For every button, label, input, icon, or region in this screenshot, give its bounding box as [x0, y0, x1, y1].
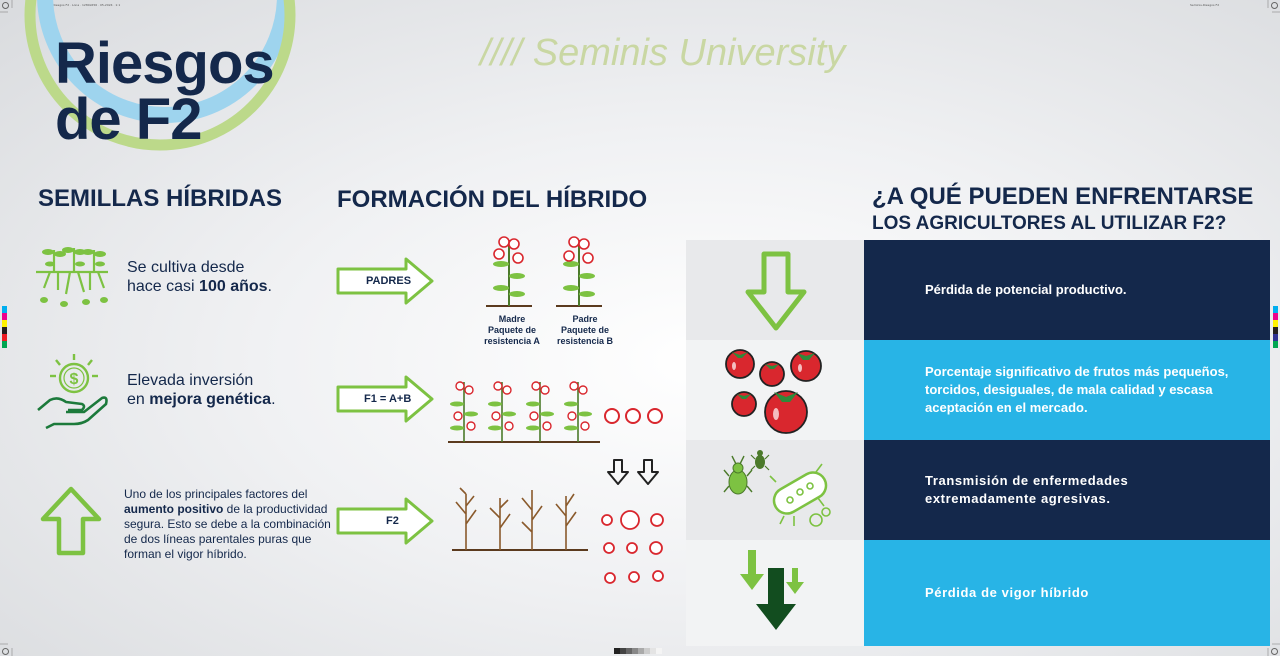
pests-icon — [723, 450, 831, 527]
hybrid-fact-100-years: Se cultiva desde hace casi 100 años. — [127, 259, 272, 295]
arrow-parents — [336, 257, 434, 305]
crop-label-right: Seminis-Riesgos F2 — [1190, 3, 1220, 7]
risk-row-3-icon-cell — [686, 440, 864, 540]
registration-mark-icon — [2, 2, 9, 9]
grayscale-bar — [614, 648, 662, 654]
f2-tomatoes-icon — [601, 510, 664, 584]
svg-text:$: $ — [70, 371, 79, 388]
decorative-arcs — [24, 0, 296, 151]
registration-mark-icon — [2, 648, 9, 655]
crop-label-left: Seminis-Riesgos F2 · Lona · 1280x656 · 0… — [40, 3, 121, 7]
risk-row-4: Pérdida de vigor híbrido — [864, 540, 1270, 646]
brand-logo: //// Seminis University — [480, 32, 846, 74]
f1-plants-icon — [448, 381, 600, 443]
page-title: Riesgos de F2 — [55, 31, 275, 152]
arrow-f1 — [336, 375, 434, 423]
vigor-loss-icon — [740, 550, 804, 630]
heading-risks-line2: LOS AGRICULTORES AL UTILIZAR F2? — [872, 213, 1227, 234]
risk-row-1-icon-cell — [686, 240, 864, 340]
arrow-label-parents: PADRES — [366, 275, 412, 287]
risk-row-1: Pérdida de potencial productivo. — [864, 240, 1270, 340]
heading-risks-line1: ¿A QUÉ PUEDEN ENFRENTARSE — [872, 183, 1254, 210]
arrow-down-icon — [745, 251, 807, 331]
registration-mark-icon — [1271, 2, 1278, 9]
color-bar-left — [2, 306, 7, 348]
risk-row-2-icon-cell — [686, 340, 864, 440]
heading-hybrid-seeds: SEMILLAS HÍBRIDAS — [38, 185, 283, 212]
tomatoes-icon — [725, 349, 822, 434]
hybrid-fact-investment: Elevada inversión en mejora genética. — [127, 372, 276, 408]
arrow-up-icon — [40, 486, 102, 556]
arrow-f2 — [336, 497, 434, 545]
seedlings-icon — [36, 247, 108, 307]
risk-row-2: Porcentaje significativo de frutos más p… — [864, 340, 1270, 440]
hybrid-fact-vigor: Uno de los principales factores del aume… — [124, 487, 331, 561]
risk-row-3: Transmisión de enfermedades extremadamen… — [864, 440, 1270, 540]
heading-hybrid-formation: FORMACIÓN DEL HÍBRIDO — [337, 186, 648, 213]
parent-plants-icon — [486, 236, 602, 307]
double-down-arrow-icon — [607, 459, 659, 485]
color-bar-right — [1273, 306, 1278, 348]
f1-tomatoes-icon — [604, 408, 663, 424]
registration-mark-icon — [1271, 648, 1278, 655]
arrow-label-f1: F1 = A+B — [364, 393, 412, 405]
risk-row-4-icon-cell — [686, 540, 864, 646]
arrow-label-f2: F2 — [386, 515, 399, 527]
investment-hand-icon: $ — [37, 354, 108, 430]
f2-plants-icon — [452, 487, 588, 551]
